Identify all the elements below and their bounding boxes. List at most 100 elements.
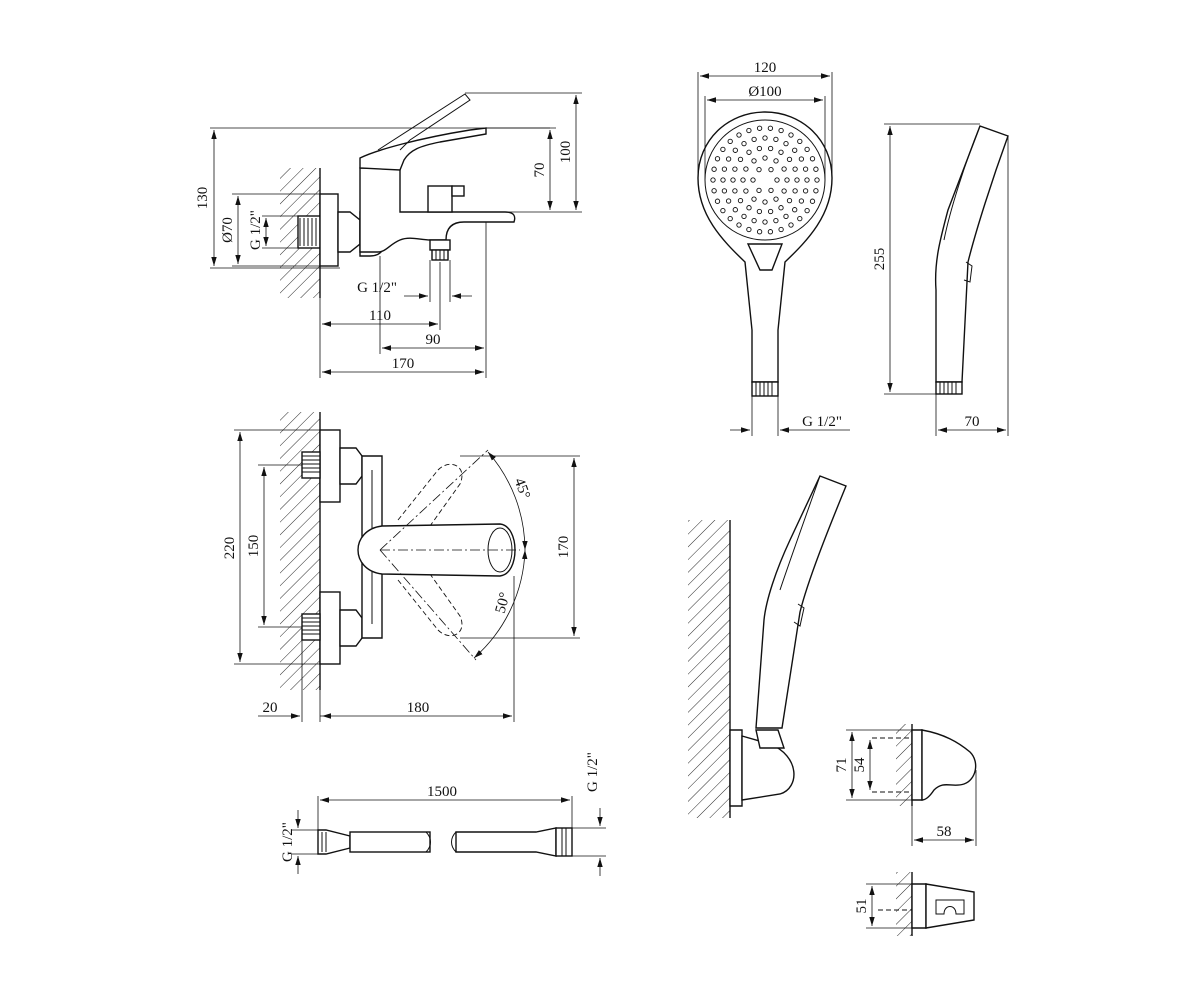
eccentric-thread [297,215,321,249]
spray-nozzle [767,208,774,215]
spray-nozzle [737,156,744,163]
spray-nozzle [751,136,757,143]
spray-nozzle [720,207,726,214]
hand-shower-side: 255 70 [872,123,1009,436]
spray-nozzle [751,158,757,164]
spray-nozzle [727,215,733,222]
spray-nozzle [778,226,784,233]
dim-lever-rotation-up-label: 45° [511,476,533,501]
spray-nozzle [732,207,738,213]
spray-nozzle [804,177,810,183]
spray-nozzle [756,125,763,131]
mixer-side-view: 130 Ø70 G 1/2" 70 100 G 1/2" 110 90 170 [195,92,582,378]
mixer-top-view: 45° 50° 220 150 170 20 180 [222,412,580,722]
spray-nozzle [762,199,768,205]
spray-nozzle [767,125,774,131]
diverter-knob-cap [451,185,465,197]
spray-nozzle [768,187,774,194]
dim-outlet-thread-label: G 1/2" [357,280,397,296]
spray-nozzle [720,146,726,153]
spray-nozzle [710,177,716,183]
spray-nozzle [762,219,768,225]
holder-cradle [755,729,785,749]
spray-nozzle [768,166,774,173]
spray-nozzles [710,125,820,235]
decorative-flange [319,193,339,267]
dim-head-diameter-label: Ø100 [748,84,781,100]
spray-nozzle [767,229,774,235]
spray-nozzle [727,138,733,145]
dim-wall-offset-label: 20 [263,700,278,716]
upper-flange [319,429,341,503]
dim-screw-distance-label: 54 [852,757,868,773]
spray-nozzle [773,136,779,143]
spray-nozzle [721,166,728,172]
spray-nozzle [743,166,749,172]
spray-nozzle [714,198,721,204]
lower-flange [319,591,341,665]
spray-nozzle [773,217,779,224]
spray-nozzle [798,198,805,204]
spray-nozzle [773,196,779,202]
spray-nozzle [802,188,809,194]
spray-nozzle [813,166,819,172]
spray-nozzle [781,166,787,172]
spray-nozzle [809,198,816,204]
dim-lever-height-label: 70 [532,163,548,178]
hose-cone-fitting [317,829,351,855]
spray-nozzle [773,158,779,164]
holder-base-plate [729,729,743,807]
lever-rotated-up [397,463,463,541]
thread-lines [299,218,317,246]
spray-nozzle [714,156,721,162]
spray-nozzle [762,135,768,141]
dim-center-distance-label: 150 [246,535,262,558]
spray-nozzle [725,156,732,162]
dim-outer-diameter-label: Ø70 [220,217,236,243]
dim-holder-depth-label: 58 [937,824,952,840]
spray-nozzle [741,140,747,147]
spray-nozzle [814,177,820,183]
spray-nozzle [792,207,798,213]
spray-nozzle [792,147,798,153]
connection-nut [337,211,361,253]
spray-nozzle [711,188,717,194]
screw-lines [872,737,912,793]
spray-nozzle [741,213,747,220]
holder-side-view: 71 54 58 [834,724,977,846]
spray-nozzle [737,197,744,204]
spray-nozzle [809,156,816,162]
lever-open-outline [377,93,471,151]
dim-hose-thread-left-label: G 1/2" [280,822,296,862]
dim-wall-thread-label: G 1/2" [248,210,264,250]
dim-spout-length-label: 180 [407,700,430,716]
spray-nozzle [778,149,784,155]
wall-hatching [896,724,912,806]
dim-total-depth-label: 170 [392,356,415,372]
spray-nozzle [756,166,762,173]
upper-nut [339,447,363,485]
spray-nozzle [783,213,789,220]
spray-nozzle [783,140,789,147]
dim-overall-height-label: 220 [222,537,238,560]
spray-nozzle [792,166,798,172]
spray-nozzle [797,215,803,222]
lever-rotated-down [397,559,463,637]
spray-nozzle [778,205,784,211]
spray-nozzle [736,222,742,228]
spray-nozzle [751,217,757,224]
dim-total-height-label: 130 [195,187,211,210]
spray-nozzle [746,149,752,155]
spray-nozzle [746,205,752,211]
spray-nozzle [767,145,774,152]
wall-hatching [688,520,730,818]
mounted-shower-body [755,475,847,729]
hose-nut [555,827,573,857]
spray-nozzle [746,226,752,233]
spray-nozzle [756,229,763,235]
hose-segment-right [455,827,557,857]
spray-nozzle [751,196,757,202]
spray-nozzle [804,146,810,153]
spray-nozzle [750,177,756,183]
spray-nozzle [786,197,793,204]
